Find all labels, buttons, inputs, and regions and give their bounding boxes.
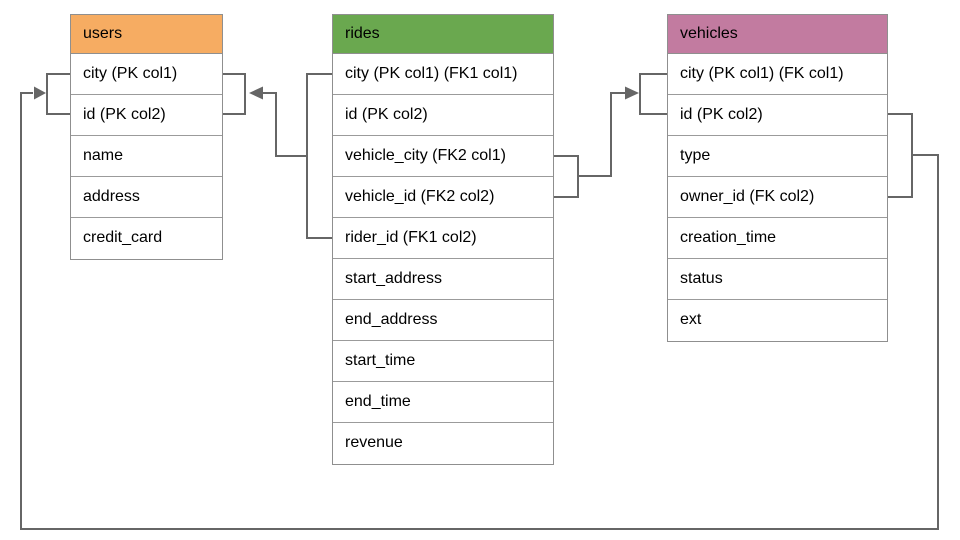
- relationship-vehicles-users: [20, 73, 939, 530]
- column-row: end_address: [333, 300, 553, 341]
- column-row: revenue: [333, 423, 553, 464]
- column-row: ext: [668, 300, 887, 341]
- rides-fk1-bracket: [306, 73, 332, 239]
- users-pk-left-bracket: [46, 73, 70, 115]
- users-pk-right-bracket: [222, 73, 246, 115]
- vehicles-fk-bracket: [888, 113, 913, 198]
- column-row: end_time: [333, 382, 553, 423]
- column-row: rider_id (FK1 col2): [333, 218, 553, 259]
- table-users-header: users: [71, 15, 222, 54]
- column-row: id (PK col2): [71, 95, 222, 136]
- column-row: start_address: [333, 259, 553, 300]
- column-row: owner_id (FK col2): [668, 177, 887, 218]
- vehicles-users-loop: [20, 92, 939, 530]
- column-row: status: [668, 259, 887, 300]
- table-vehicles-header: vehicles: [668, 15, 887, 54]
- relationship-rides-vehicles: [553, 73, 667, 198]
- column-row: start_time: [333, 341, 553, 382]
- table-vehicles: vehicles city (PK col1) (FK col1)id (PK …: [667, 14, 888, 342]
- column-row: id (PK col2): [333, 95, 553, 136]
- table-rides-header: rides: [333, 15, 553, 54]
- rides-vehicles-elbow: [578, 92, 626, 177]
- column-row: city (PK col1): [71, 54, 222, 95]
- column-row: type: [668, 136, 887, 177]
- rides-users-elbow: [262, 92, 307, 157]
- column-row: name: [71, 136, 222, 177]
- arrow-to-users-left-icon: [34, 86, 46, 100]
- table-rides: rides city (PK col1) (FK1 col1)id (PK co…: [332, 14, 554, 465]
- arrow-to-vehicles-icon: [625, 86, 639, 100]
- column-row: vehicle_city (FK2 col1): [333, 136, 553, 177]
- rides-fk2-bracket: [553, 155, 579, 198]
- table-vehicles-rows: city (PK col1) (FK col1)id (PK col2)type…: [668, 54, 887, 341]
- vehicles-pk-left-bracket: [639, 73, 667, 115]
- column-row: creation_time: [668, 218, 887, 259]
- arrow-to-users-right-icon: [249, 86, 263, 100]
- column-row: credit_card: [71, 218, 222, 259]
- column-row: id (PK col2): [668, 95, 887, 136]
- column-row: vehicle_id (FK2 col2): [333, 177, 553, 218]
- table-rides-rows: city (PK col1) (FK1 col1)id (PK col2)veh…: [333, 54, 553, 464]
- column-row: city (PK col1) (FK col1): [668, 54, 887, 95]
- column-row: address: [71, 177, 222, 218]
- column-row: city (PK col1) (FK1 col1): [333, 54, 553, 95]
- relationship-rides-users: [222, 73, 332, 239]
